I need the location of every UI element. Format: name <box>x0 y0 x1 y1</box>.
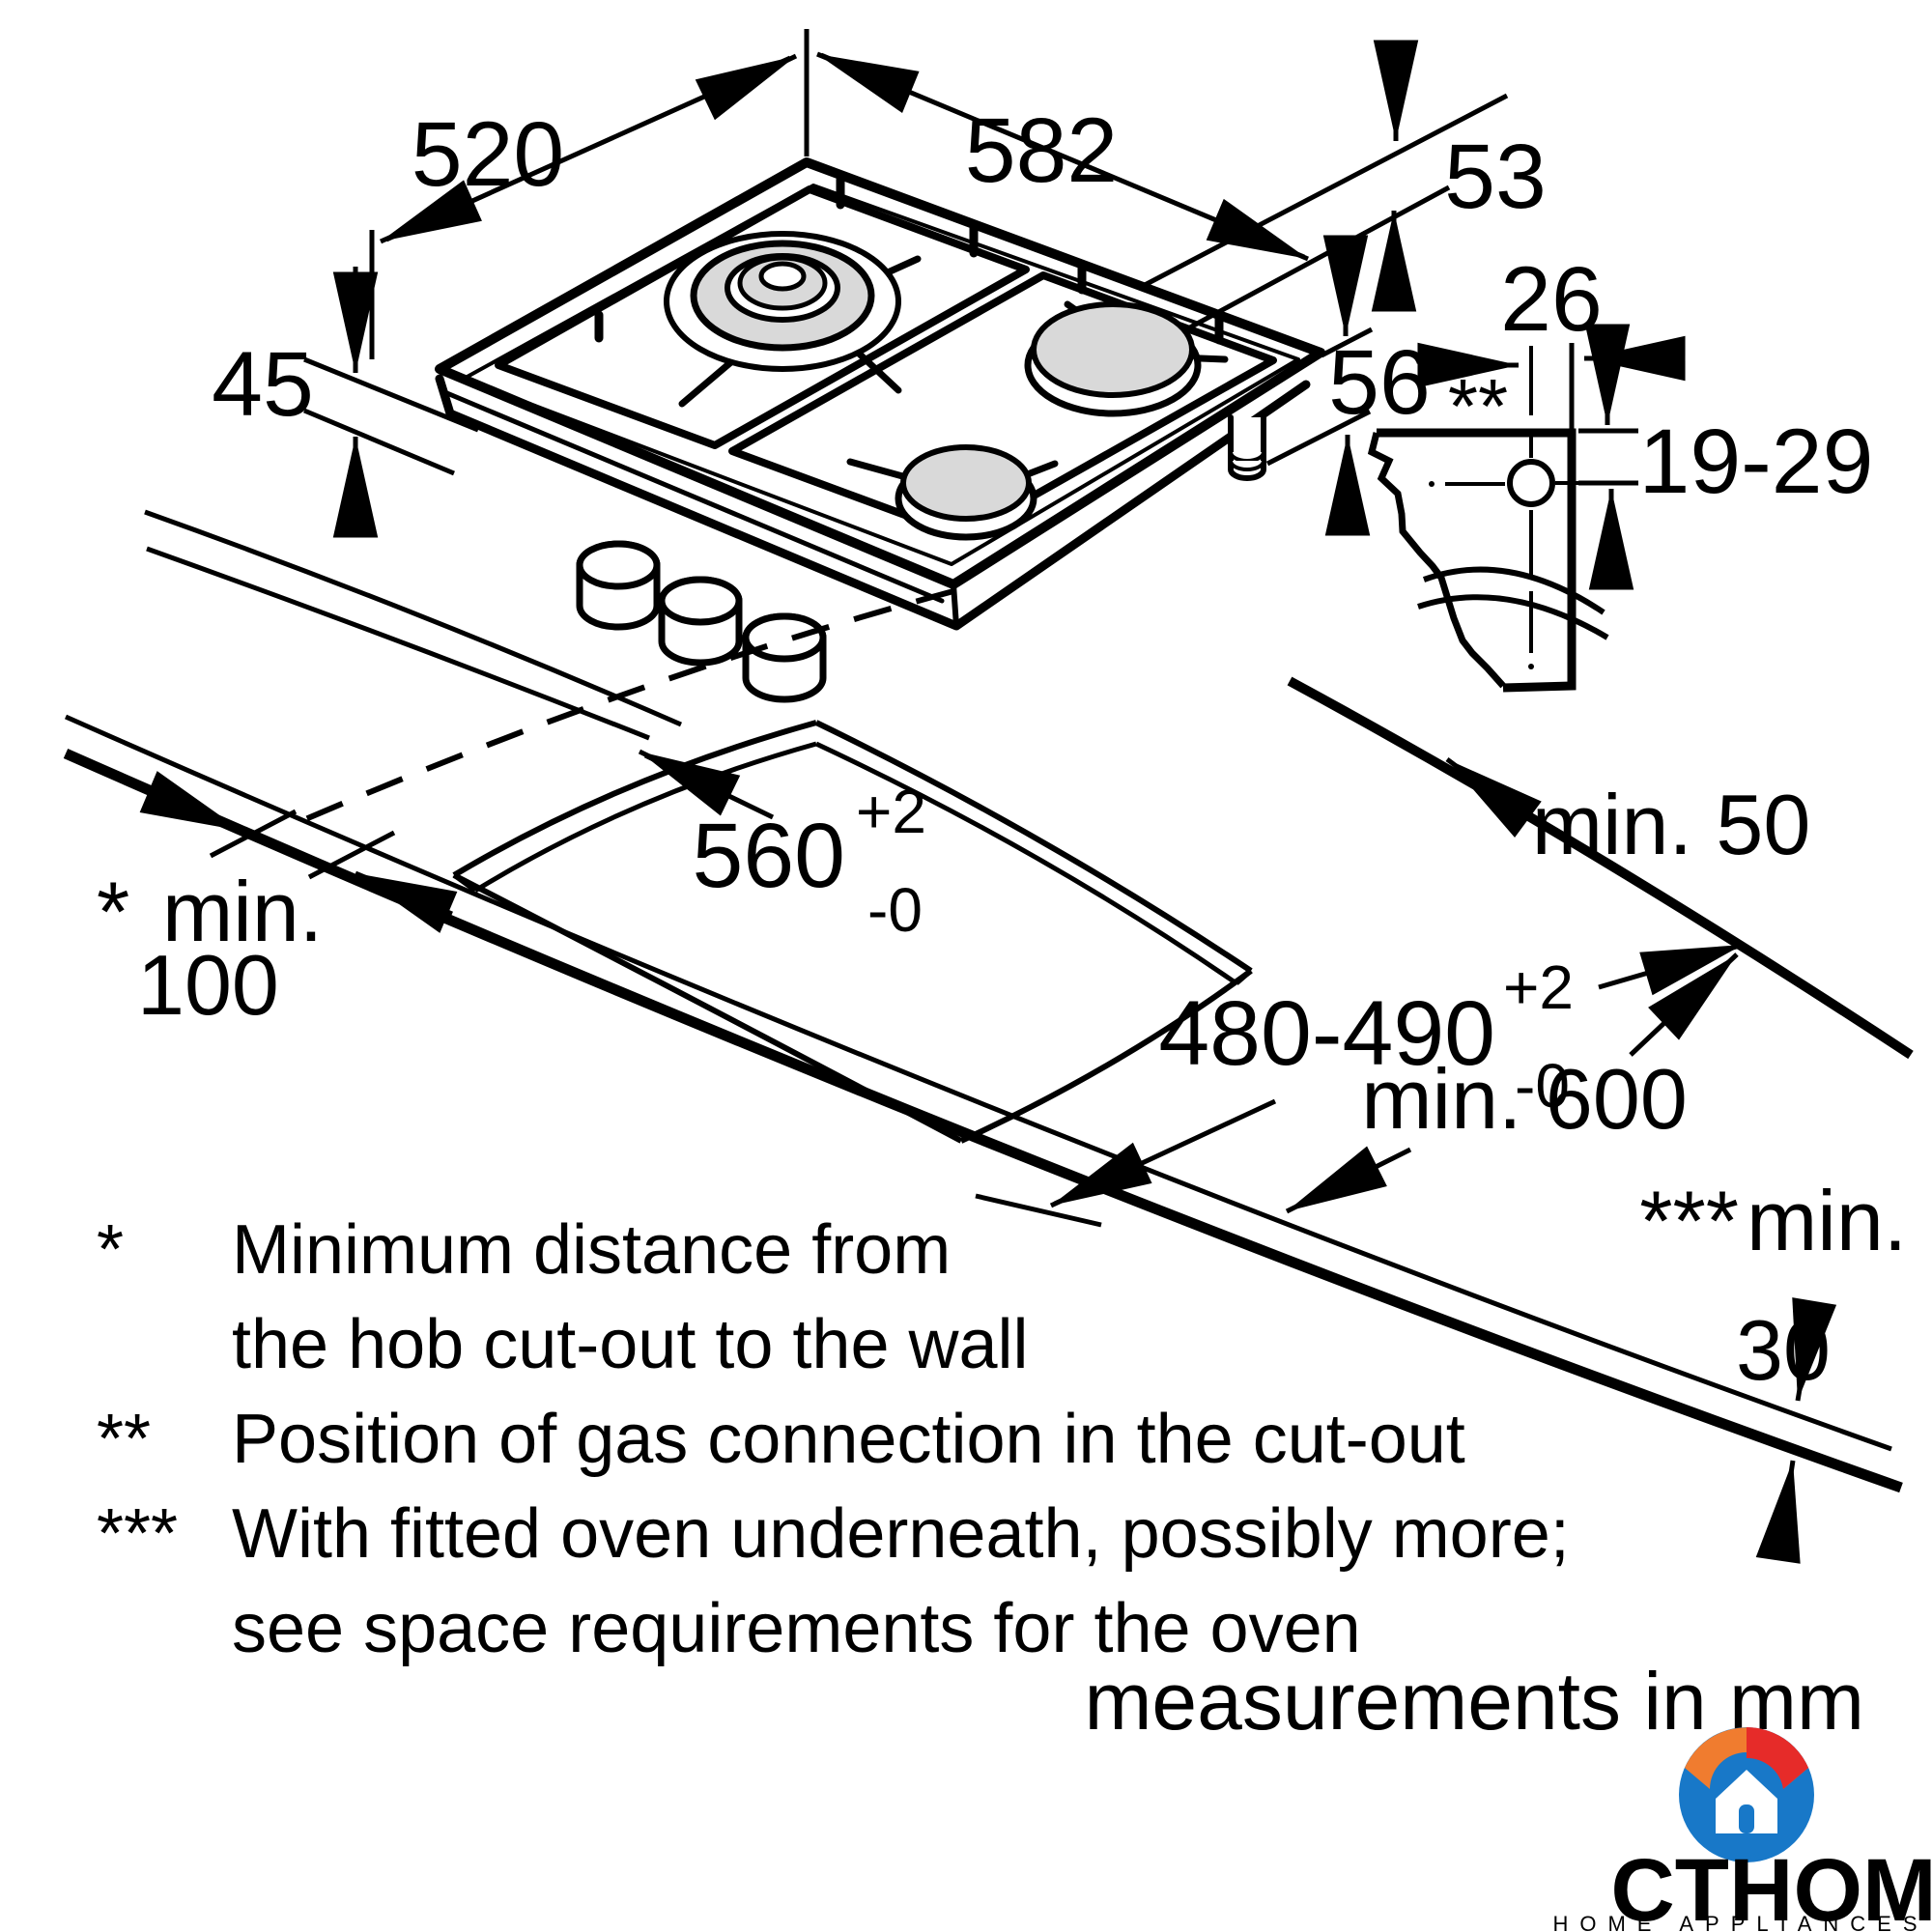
footnote-3-marker: *** <box>97 1495 178 1573</box>
label-gas-depth-ref: ** <box>1448 363 1508 449</box>
ext-line-45-lower <box>303 408 455 476</box>
logo-text-home: HOME <box>1729 1841 1932 1932</box>
hob-isometric-drawing <box>435 157 1325 703</box>
label-cutout-depth-tol-minus: -0 <box>1515 1051 1570 1121</box>
ext-line-480 <box>975 1193 1102 1228</box>
cthome-logo-text: CT HOME <box>1610 1841 1932 1932</box>
label-hob-height: 45 <box>212 333 314 436</box>
gas-connection-panel-detail <box>1367 343 1609 693</box>
worktop-drawing <box>63 509 1914 1493</box>
hob-body-bottom-edge <box>435 374 1311 631</box>
worktop-rear-edge-left-outer <box>144 509 682 727</box>
panel-break-line-2 <box>1417 594 1609 640</box>
worktop-rear-edge-right <box>1287 676 1914 1060</box>
worktop-cutout <box>452 720 1253 1144</box>
hob-burner-small <box>895 444 1037 541</box>
label-gas-depth: 56 <box>1328 331 1431 434</box>
logo-swirl-red <box>1747 1727 1808 1789</box>
panel-break-line-1 <box>1422 566 1605 615</box>
label-oven-gap-min: min. <box>1747 1173 1907 1268</box>
logo-house <box>1716 1770 1777 1833</box>
label-gas-height-range: 19-29 <box>1639 411 1874 513</box>
dimension-labels: 520 582 53 45 56 ** 26 19-29 560 +2 -0 4… <box>97 99 1907 1398</box>
hob-gas-stub <box>1228 414 1266 481</box>
label-wall-clearance-value: 100 <box>137 937 279 1033</box>
hob-control-knobs <box>576 540 827 703</box>
label-oven-gap-value: 30 <box>1736 1302 1831 1398</box>
dimension-lines <box>139 29 1837 1564</box>
label-cutout-width-tol-plus: +2 <box>856 777 926 846</box>
gas-hole <box>1507 459 1555 507</box>
logo-tagline: HOME APPLIANCES <box>1552 1912 1928 1932</box>
footnotes: * Minimum distance from the hob cut-out … <box>97 1211 1570 1667</box>
panel-torn-edge <box>1367 432 1506 689</box>
label-oven-gap-stars: *** <box>1639 1173 1739 1268</box>
label-hob-width: 582 <box>965 99 1119 202</box>
cthome-logo: CT HOME HOME APPLIANCES <box>1552 1727 1932 1932</box>
hob-burner-medium <box>1024 301 1202 417</box>
label-wall-clearance-min: min. <box>162 864 323 959</box>
logo-house-door <box>1739 1804 1754 1833</box>
hob-front-corner-edge <box>951 582 959 629</box>
label-rear-clearance: min. 50 <box>1532 777 1811 872</box>
hob-burner-large <box>664 231 901 372</box>
footnote-1-line-2: the hob cut-out to the wall <box>232 1306 1029 1383</box>
label-cutout-width: 560 <box>692 805 845 907</box>
hob-drop-dashed-line <box>288 588 954 829</box>
ext-line-53-lower <box>1186 185 1451 331</box>
footnote-2-line-1: Position of gas connection in the cut-ou… <box>232 1401 1465 1478</box>
footnote-3-line-2: see space requirements for the oven <box>232 1590 1361 1667</box>
label-cutout-width-tol-minus: -0 <box>867 875 923 945</box>
hob-body-step-line <box>440 388 945 604</box>
label-cutout-depth: 480-490 <box>1158 982 1495 1085</box>
label-hob-depth: 520 <box>412 103 565 206</box>
worktop-front-edge-bottom <box>63 748 1903 1493</box>
label-rim-height: 53 <box>1444 126 1547 228</box>
footnote-2-marker: ** <box>97 1401 151 1478</box>
hob-glass-bevel <box>462 184 1300 566</box>
label-gas-side-offset: 26 <box>1500 248 1603 351</box>
ext-line-100-right <box>307 830 396 880</box>
label-wall-clearance-star: * <box>97 864 129 959</box>
footnote-3-line-1: With fitted oven underneath, possibly mo… <box>232 1495 1570 1573</box>
logo-text-ct: CT <box>1610 1841 1729 1932</box>
footnote-1-line-1: Minimum distance from <box>232 1211 951 1289</box>
label-worktop-depth: min. 600 <box>1361 1051 1688 1147</box>
ext-line-56-lower <box>1265 409 1372 467</box>
worktop-front-edge-top <box>64 714 1892 1452</box>
ext-line-53-upper <box>1143 93 1509 288</box>
ext-line-100-left <box>209 809 298 859</box>
cthome-logo-icon <box>1679 1727 1814 1862</box>
footnote-1-marker: * <box>97 1211 124 1289</box>
label-cutout-depth-tol-plus: +2 <box>1503 952 1574 1022</box>
panel-outline <box>1377 428 1577 693</box>
